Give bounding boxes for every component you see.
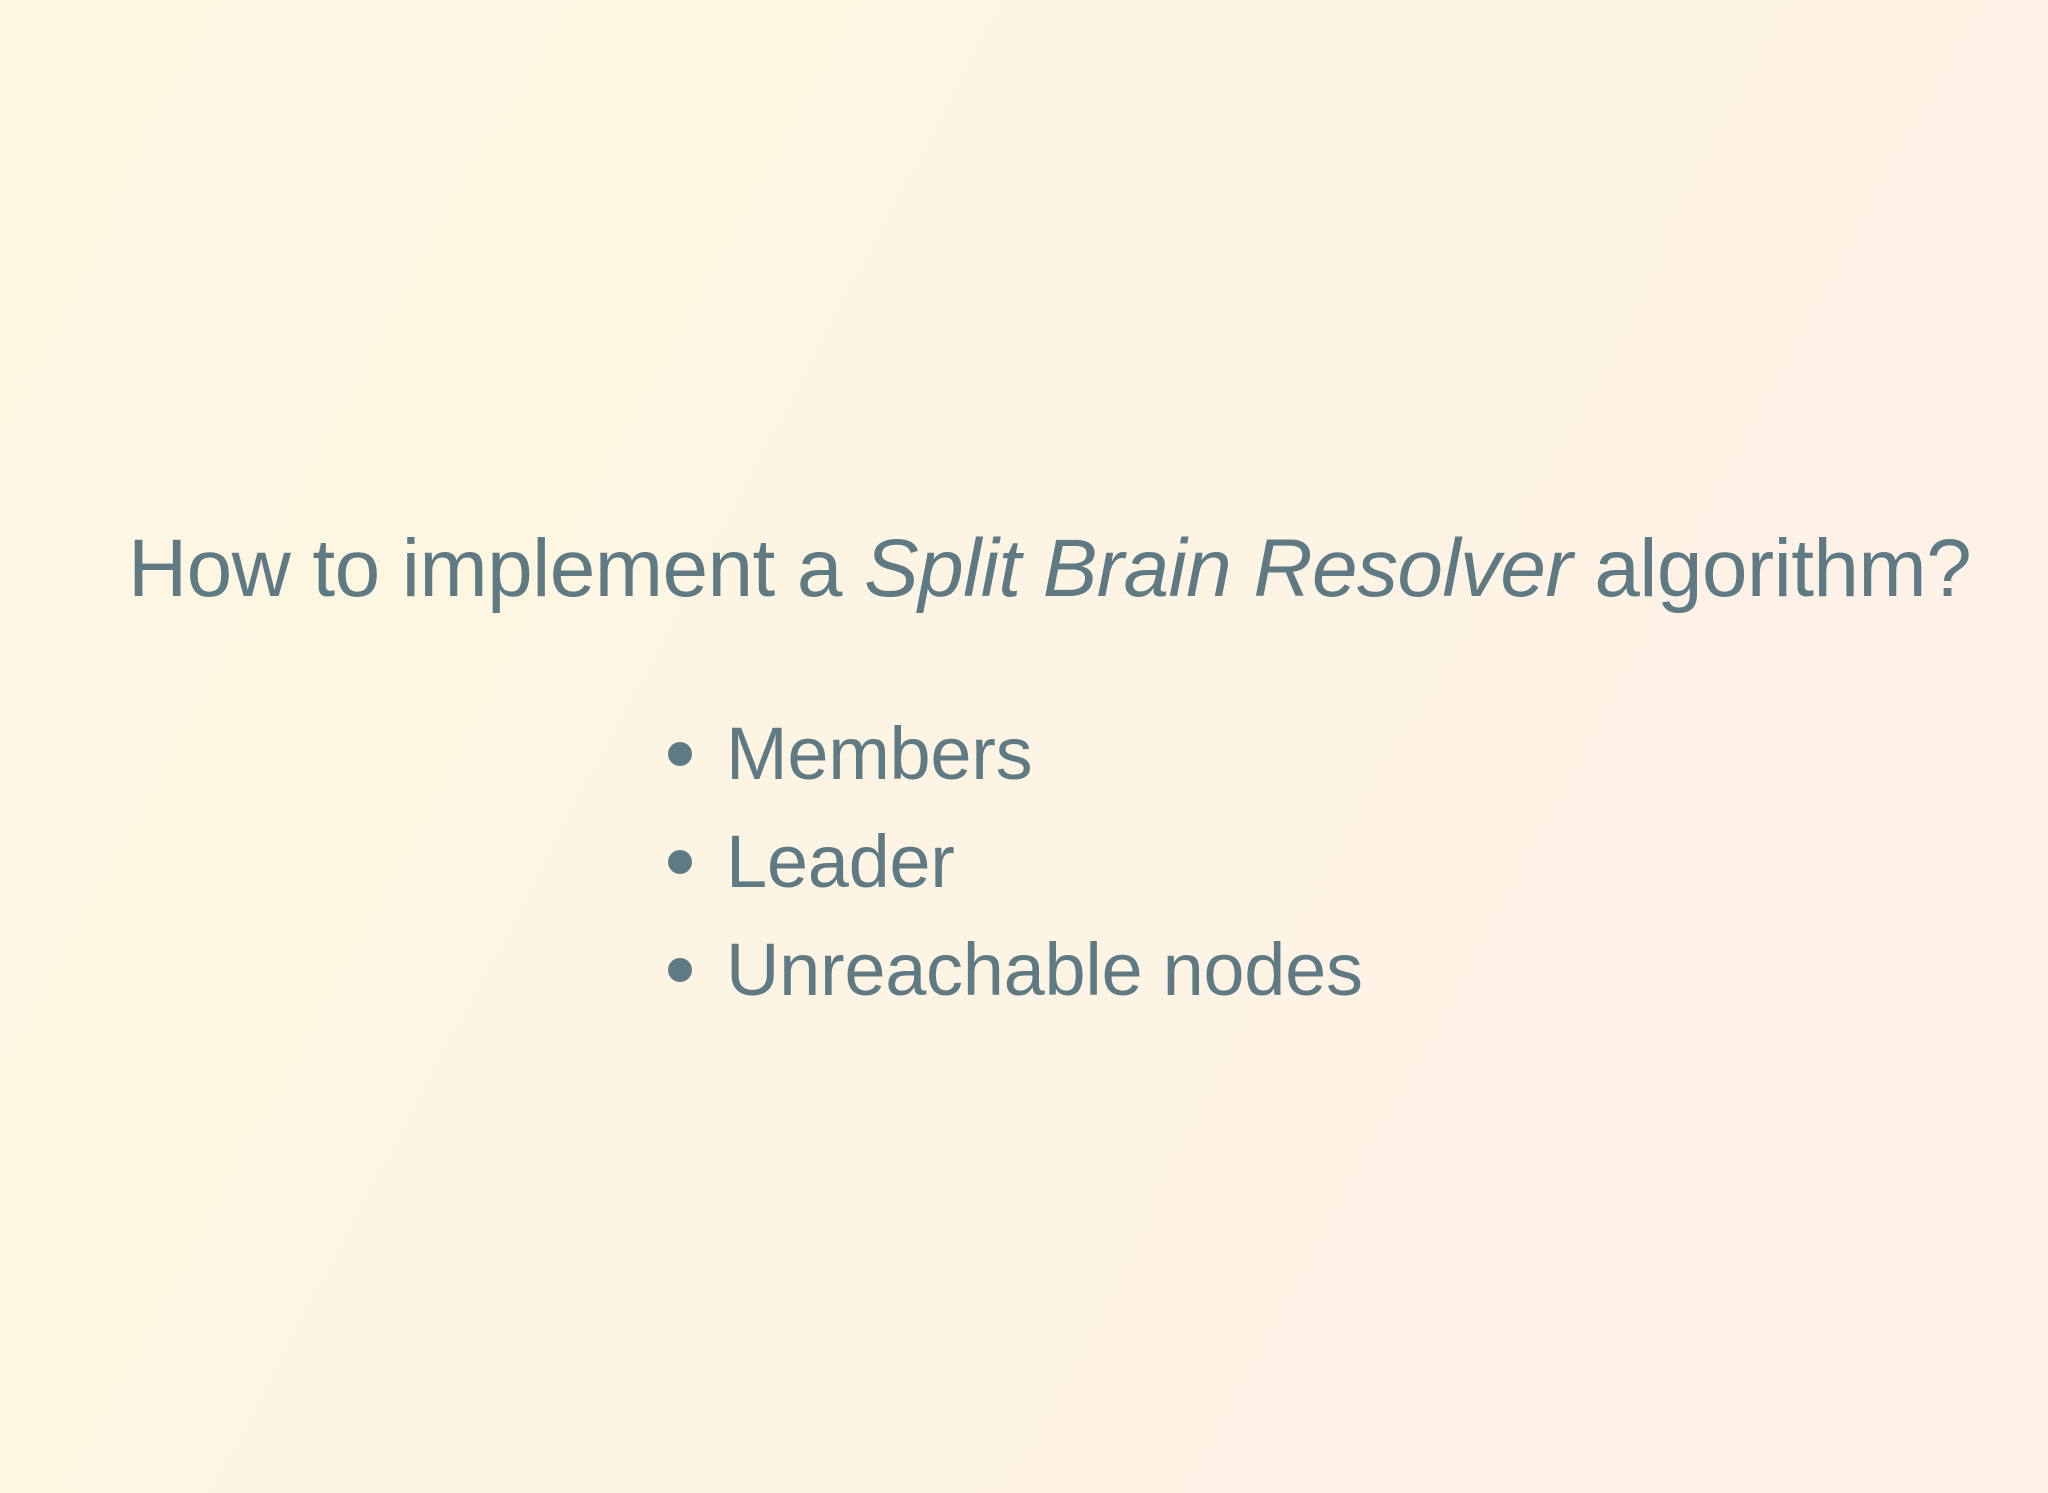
bullet-dot-icon: [668, 958, 692, 982]
list-item: Members: [668, 700, 1363, 808]
list-item-label: Leader: [726, 820, 955, 903]
slide-title-emphasis: Split Brain Resolver: [864, 523, 1573, 614]
bullet-dot-icon: [668, 850, 692, 874]
slide-title: How to implement a Split Brain Resolver …: [128, 528, 1972, 610]
slide-title-part-after-emphasis: algorithm?: [1572, 523, 1972, 614]
list-item-label: Unreachable nodes: [726, 928, 1363, 1011]
list-item: Leader: [668, 808, 1363, 916]
slide-title-part-before-emphasis: How to implement a: [128, 523, 865, 614]
list-item-label: Members: [726, 712, 1033, 795]
bullet-dot-icon: [668, 742, 692, 766]
bullet-list: Members Leader Unreachable nodes: [668, 700, 1363, 1024]
list-item: Unreachable nodes: [668, 916, 1363, 1024]
